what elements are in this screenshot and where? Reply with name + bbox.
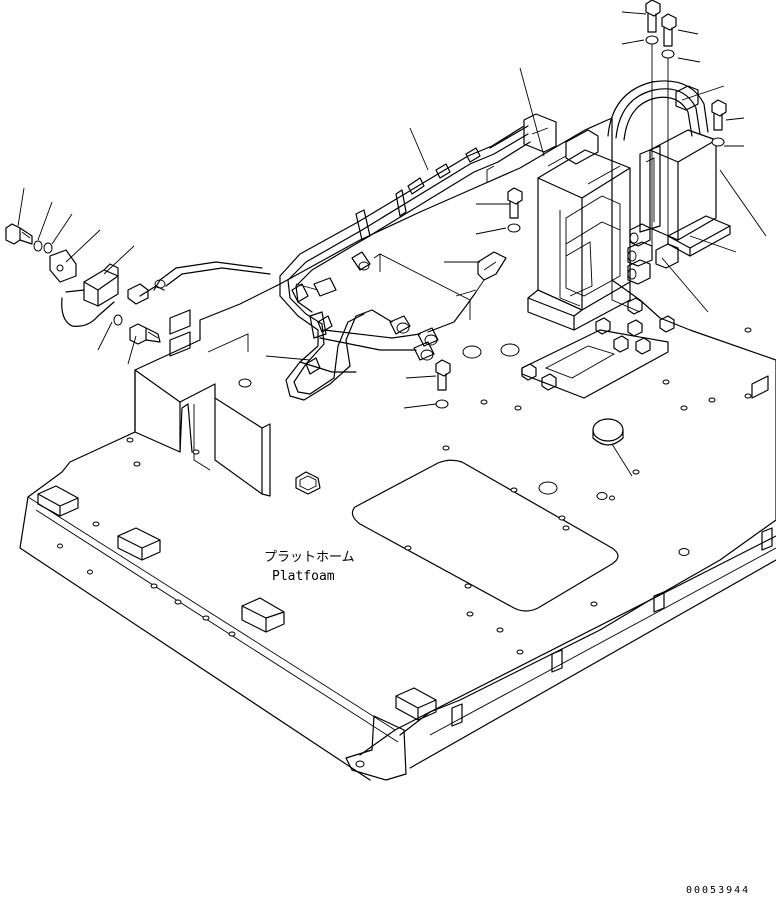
front-lug [345,715,407,781]
connector-plugs [627,223,679,285]
floor-opening [351,459,619,612]
drawing-code: 00053944 [686,885,750,896]
nuts [521,297,675,391]
platform-label-en: Platfoam [272,569,335,584]
access-cover [295,471,321,495]
wiring-harness [153,125,531,401]
side-bracket [751,375,769,399]
floor-holes [57,327,752,655]
controller-box [523,113,631,331]
deck-ribs [169,165,641,357]
blind-plug [592,418,624,446]
switch-assembly [5,223,166,345]
leader-lines [17,11,767,477]
left-bracket-block [134,369,271,497]
platform-label-jp: プラットホーム [264,550,355,565]
skirt-brackets [451,527,773,727]
mount-pads [37,485,437,721]
platform-floor [19,117,776,781]
bolts [435,0,727,409]
